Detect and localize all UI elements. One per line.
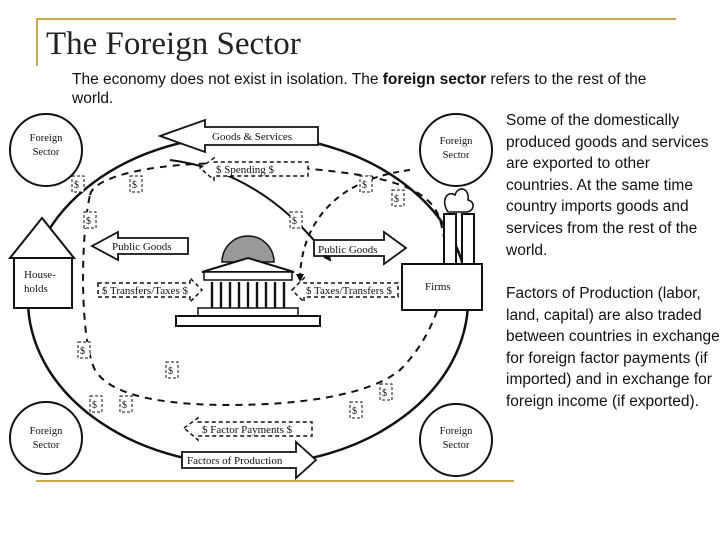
public-goods-left-arrow: Public Goods (90, 230, 189, 262)
bottom-rule (36, 480, 514, 482)
firms-label: Firms (425, 281, 451, 293)
svg-text:$: $ (74, 180, 79, 191)
factor-payments-arrow: $ Factor Payments $ (182, 416, 313, 442)
transfers-taxes-label: $ Transfers/Taxes $ (102, 285, 189, 297)
factors-text: Factors of Production (labor, land, capi… (506, 285, 720, 410)
factor-payments-label: $ Factor Payments $ (202, 424, 293, 436)
intro-before: The economy does not exist in isolation.… (72, 71, 383, 88)
left-rule (36, 18, 38, 66)
top-rule (36, 18, 676, 20)
exports-imports-text: Some of the domestically produced goods … (506, 112, 709, 259)
svg-text:$: $ (168, 366, 173, 377)
intro-after: refers to the rest of the world. (72, 71, 647, 107)
svg-text:$: $ (352, 406, 357, 417)
transfers-taxes-arrow: $ Transfers/Taxes $ (97, 276, 204, 304)
public-goods-right-arrow: Public Goods (313, 230, 408, 266)
goods-services-arrow: Goods & Services (157, 118, 319, 154)
intro-bold-term: foreign sector (382, 71, 487, 88)
svg-text:$: $ (394, 194, 399, 205)
taxes-transfers-arrow: $ Taxes/Transfers $ (290, 276, 399, 304)
households-house-icon: House-holds (7, 216, 77, 309)
dollar-box: $ (77, 341, 91, 359)
spending-arrow: $ Spending $ (198, 156, 309, 182)
svg-text:$: $ (292, 216, 297, 227)
dollar-box: $ (289, 211, 303, 229)
public-goods-left-label: Public Goods (112, 241, 172, 253)
firms-factory-icon: Firms (401, 188, 483, 311)
factors-of-production-arrow: Factors of Production (181, 439, 318, 481)
spending-label: $ Spending $ (216, 164, 275, 176)
public-goods-right-label: Public Goods (318, 244, 378, 256)
dollar-box: $ (129, 175, 143, 193)
taxes-transfers-label: $ Taxes/Transfers $ (306, 285, 393, 297)
svg-text:$: $ (382, 388, 387, 399)
dollar-box: $ (165, 361, 179, 379)
svg-text:$: $ (122, 400, 127, 411)
svg-text:$: $ (92, 400, 97, 411)
intro-text: The economy does not exist in isolation.… (72, 70, 672, 108)
government-building-icon (175, 235, 321, 327)
households-label: House-holds (24, 269, 56, 295)
svg-text:$: $ (132, 180, 137, 191)
dollar-box: $ (71, 175, 85, 193)
dollar-box: $ (119, 395, 133, 413)
dollar-box: $ (349, 401, 363, 419)
dollar-box: $ (391, 189, 405, 207)
dollar-box: $ (359, 175, 373, 193)
svg-text:$: $ (80, 346, 85, 357)
dollar-box: $ (379, 383, 393, 401)
dollar-boxes: $ $ $ $ $ $ $ $ $ $ $ $ (71, 175, 405, 419)
dollar-box: $ (89, 395, 103, 413)
svg-text:$: $ (86, 216, 91, 227)
factors-of-production-label: Factors of Production (187, 455, 283, 467)
slide-title: The Foreign Sector (46, 26, 301, 62)
dollar-box: $ (83, 211, 97, 229)
goods-services-label: Goods & Services (212, 131, 292, 143)
svg-text:$: $ (362, 180, 367, 191)
crossing-flow-arrow-right (296, 169, 411, 282)
